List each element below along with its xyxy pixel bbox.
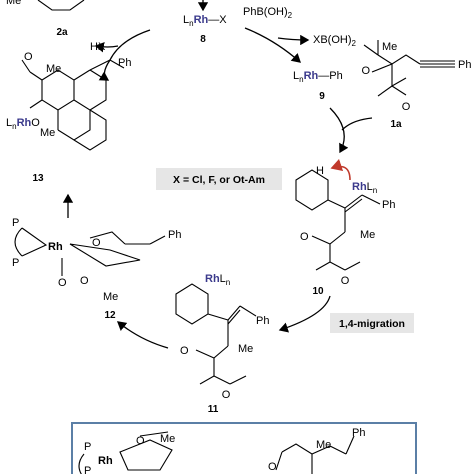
compound-label-10: 10 <box>312 286 324 297</box>
svg-text:Rh: Rh <box>48 241 63 253</box>
svg-text:Me: Me <box>46 63 61 75</box>
cycle-arrow-10-to-11 <box>278 295 331 333</box>
svg-text:Me: Me <box>238 343 253 355</box>
substrate-entry-arrow <box>341 117 373 131</box>
inset-ketone-structure: O Me Ph <box>268 427 365 474</box>
xb-release-arrow <box>277 34 310 46</box>
compound-9-rh-ph: LnRh—Ph <box>293 70 343 84</box>
cycle-arrow-11-to-12 <box>116 321 169 349</box>
phb-label: PhB(OH)2 <box>243 6 293 20</box>
svg-text:P: P <box>12 257 19 269</box>
migration-box <box>330 313 414 333</box>
compound-label-13: 13 <box>32 173 44 184</box>
svg-text:RhLn: RhLn <box>352 181 377 195</box>
svg-text:Rh: Rh <box>98 455 113 467</box>
svg-text:O: O <box>92 237 101 249</box>
compound-13-structure: Me O Ph Me LnRhO <box>6 51 131 151</box>
cycle-arrow-9-to-10 <box>329 107 349 154</box>
compound-label-9: 9 <box>319 91 325 102</box>
svg-text:Me: Me <box>6 0 21 7</box>
cycle-arrow-8-to-9 <box>244 27 301 63</box>
compound-10-structure: H RhLn Ph O O Me <box>295 165 395 287</box>
svg-text:Ph: Ph <box>168 229 181 241</box>
svg-text:Ph: Ph <box>458 59 471 71</box>
c-h-activation-arrow <box>330 158 351 181</box>
compound-2a-structure: Me <box>6 0 85 11</box>
svg-text:O: O <box>222 389 231 401</box>
svg-text:Me: Me <box>160 433 175 445</box>
svg-text:Me: Me <box>382 41 397 53</box>
migration-text: 1,4-migration <box>339 318 405 330</box>
svg-text:O: O <box>136 435 145 447</box>
compound-label-8: 8 <box>200 34 206 45</box>
svg-text:Ph: Ph <box>256 315 269 327</box>
svg-text:O: O <box>402 101 411 113</box>
svg-text:P: P <box>84 465 91 474</box>
compound-label-2a: 2a <box>56 27 68 38</box>
inset-panel <box>71 422 417 474</box>
x-definition-text: X = Cl, F, or Ot-Am <box>173 174 265 186</box>
svg-text:O: O <box>361 65 370 77</box>
compound-8-rh-x: LnRh—X <box>183 14 227 28</box>
compound-11-structure: RhLn Ph O O Me <box>175 273 269 401</box>
svg-text:O: O <box>300 231 309 243</box>
x-definition-box <box>156 168 282 190</box>
svg-text:P: P <box>12 217 19 229</box>
svg-text:RhLn: RhLn <box>205 273 230 287</box>
compound-label-11: 11 <box>208 404 219 415</box>
svg-text:Me: Me <box>40 127 55 139</box>
svg-text:P: P <box>84 441 91 453</box>
svg-text:Ph: Ph <box>352 427 365 439</box>
compound-label-12: 12 <box>104 310 116 321</box>
inset-rh-complex-structure: P P Rh O Me <box>78 431 175 474</box>
cycle-arrow-13-to-8 <box>98 29 151 81</box>
svg-text:Ph: Ph <box>382 199 395 211</box>
compound-label-1a: 1a <box>390 119 402 130</box>
svg-text:Me: Me <box>360 229 375 241</box>
svg-text:O: O <box>58 277 67 289</box>
svg-text:H: H <box>316 165 324 177</box>
svg-text:O: O <box>24 51 33 63</box>
svg-text:LnRh—X: LnRh—X <box>183 14 227 28</box>
svg-text:Me: Me <box>103 291 118 303</box>
compound-1a-structure: O O Ph Me <box>361 40 471 113</box>
svg-text:O: O <box>80 275 89 287</box>
svg-text:O: O <box>341 275 350 287</box>
xb-label: XB(OH)2 <box>313 34 357 48</box>
svg-text:Ph: Ph <box>118 57 131 69</box>
hx-release-arrow <box>94 42 119 53</box>
svg-text:O: O <box>180 345 189 357</box>
compound-12-structure: P P Rh O O O Ph Me <box>12 217 181 303</box>
svg-text:LnRhO: LnRhO <box>6 117 40 131</box>
svg-text:O: O <box>268 461 277 473</box>
svg-text:Me: Me <box>316 439 331 451</box>
svg-text:LnRh—Ph: LnRh—Ph <box>293 70 343 84</box>
